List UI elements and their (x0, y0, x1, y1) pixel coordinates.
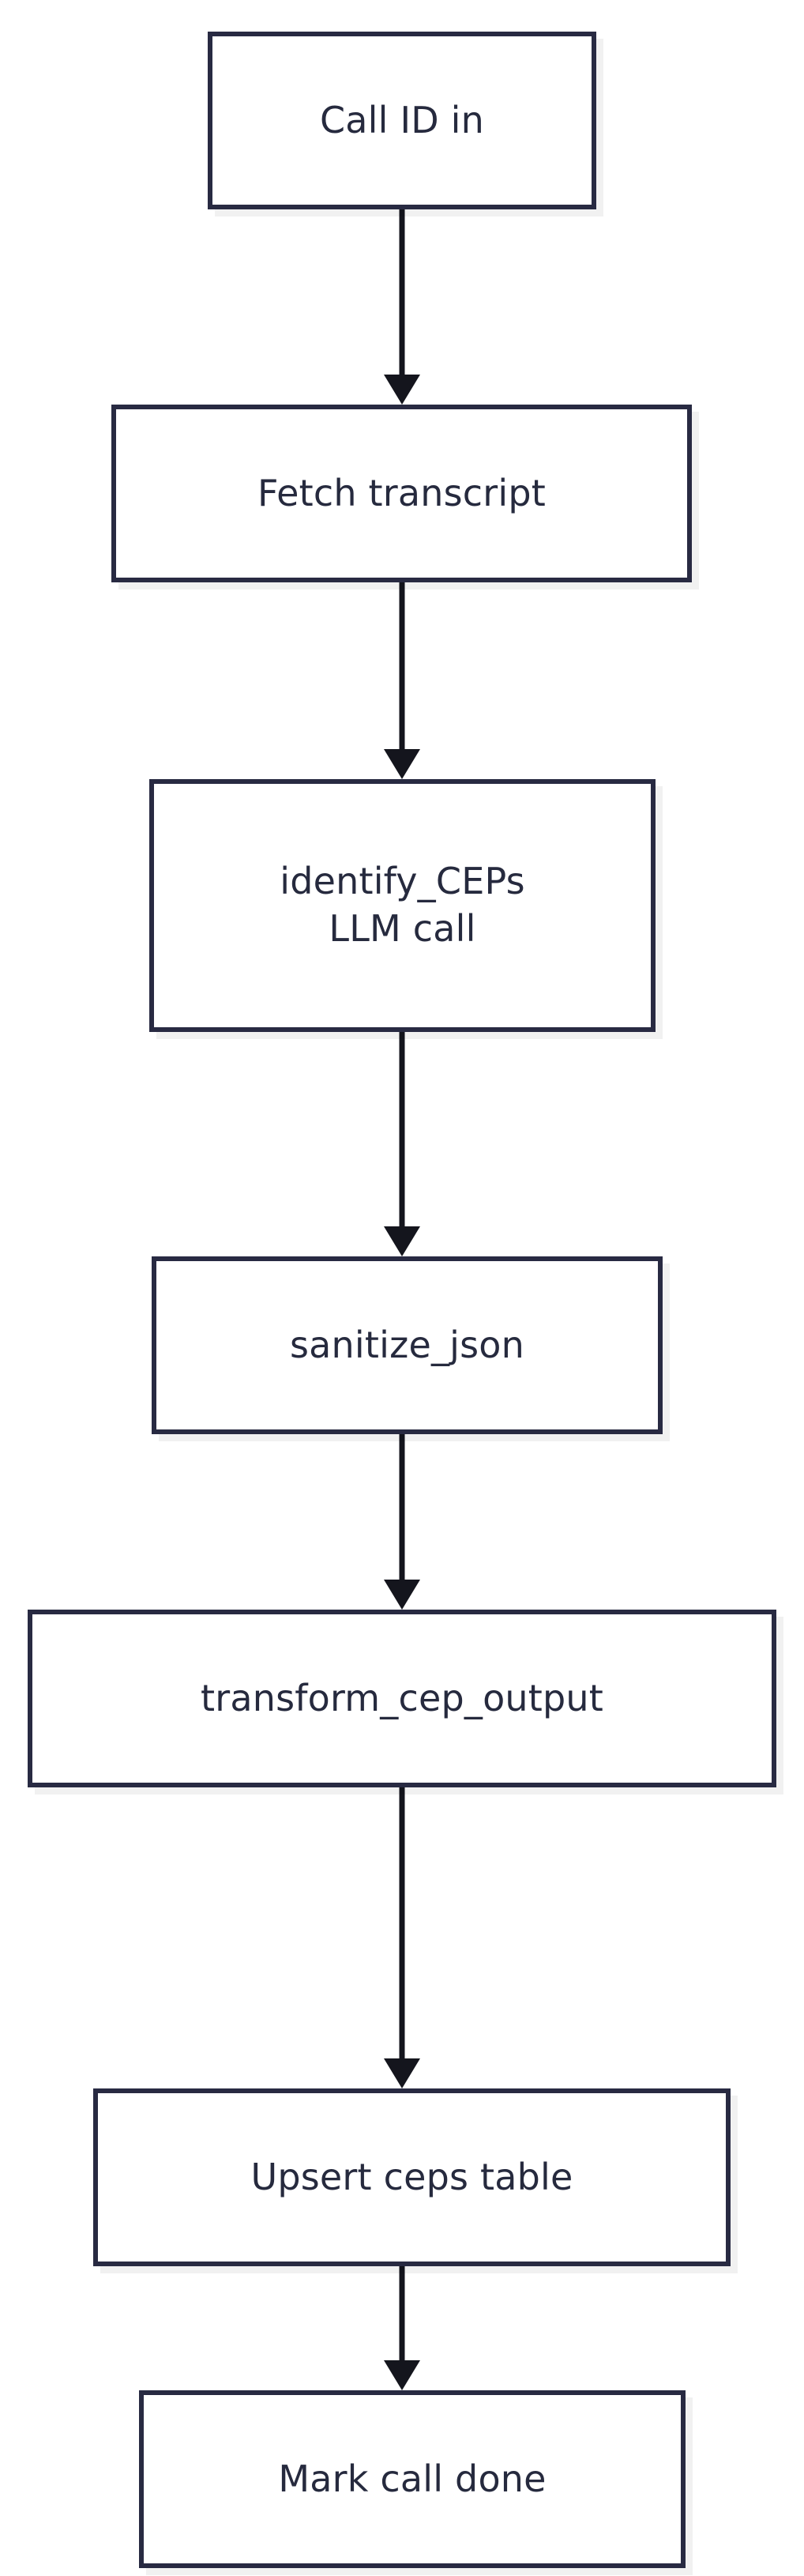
flow-edge (378, 1032, 426, 1256)
flow-node-identify-ceps-llm-call[interactable]: identify_CEPs LLM call (149, 779, 656, 1032)
flow-node-upsert-ceps-table[interactable]: Upsert ceps table (93, 2088, 731, 2266)
arrowhead-icon (384, 749, 420, 779)
flow-node-label: transform_cep_output (200, 1676, 604, 1719)
flow-edge (378, 1787, 426, 2088)
flow-node-label: sanitize_json (290, 1323, 524, 1366)
flow-node-fetch-transcript[interactable]: Fetch transcript (111, 405, 692, 582)
flow-node-label: Call ID in (319, 98, 485, 141)
arrowhead-icon (384, 1580, 420, 1610)
flow-node-sanitize-json[interactable]: sanitize_json (152, 1256, 663, 1434)
flow-edge-line (399, 2266, 405, 2360)
flow-edge-line (399, 1434, 405, 1580)
flow-edge-line (399, 1032, 405, 1226)
flow-edge (378, 582, 426, 779)
flow-node-mark-call-done[interactable]: Mark call done (139, 2390, 686, 2568)
flow-node-label: identify_CEPs LLM call (280, 860, 525, 950)
arrowhead-icon (384, 375, 420, 405)
arrowhead-icon (384, 2360, 420, 2390)
flow-node-label: Fetch transcript (257, 471, 547, 514)
flow-node-label: Mark call done (278, 2457, 547, 2500)
flow-node-call-id-in[interactable]: Call ID in (208, 32, 596, 209)
flow-edge-line (399, 209, 405, 375)
flow-edge-line (399, 1787, 405, 2058)
flow-node-transform-cep-output[interactable]: transform_cep_output (28, 1610, 776, 1787)
arrowhead-icon (384, 1226, 420, 1256)
arrowhead-icon (384, 2058, 420, 2088)
flow-node-label: Upsert ceps table (250, 2155, 573, 2198)
flow-edge (378, 2266, 426, 2390)
flow-edge-line (399, 582, 405, 749)
flow-edge (378, 209, 426, 405)
flow-edge (378, 1434, 426, 1610)
